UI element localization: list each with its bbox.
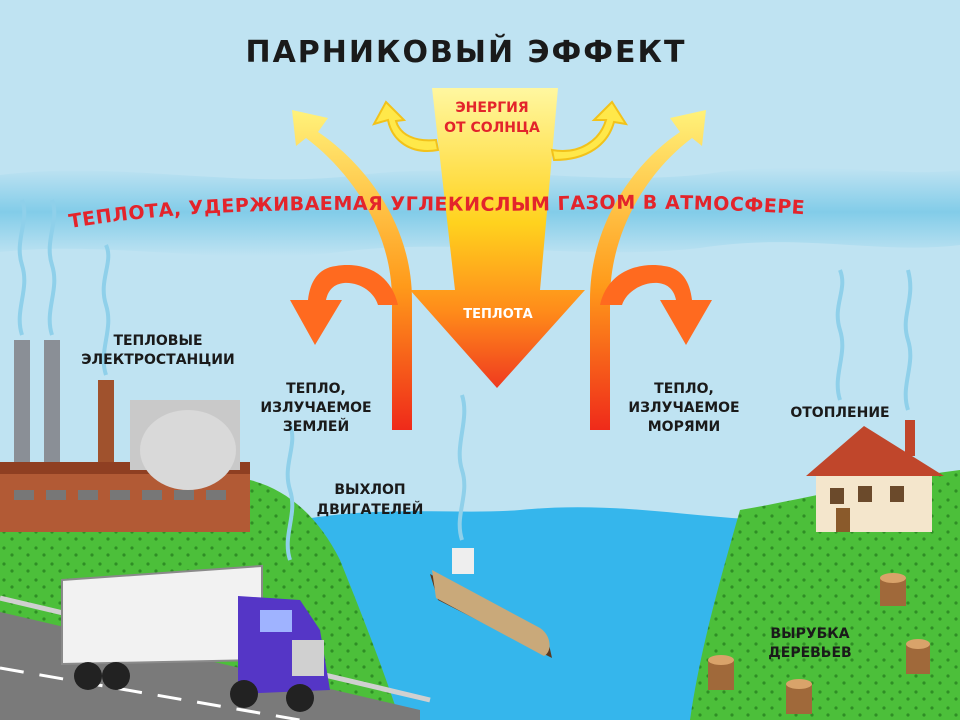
power-plant-label-line1: ТЕПЛОВЫЕ bbox=[113, 333, 202, 349]
smoke-plume-1 bbox=[17, 199, 27, 336]
exhaust-label-line1: ВЫХЛОП bbox=[334, 482, 405, 498]
sun-energy-arrow bbox=[410, 88, 585, 388]
land-right bbox=[690, 470, 960, 720]
sea-heat-label-line2: ИЗЛУЧАЕМОЕ bbox=[628, 400, 739, 416]
sea-heat-label-line1: ТЕПЛО, bbox=[654, 381, 714, 397]
smoke-plume-house-2 bbox=[903, 269, 913, 411]
exhaust-label-line2: ДВИГАТЕЛЕЙ bbox=[317, 501, 424, 518]
earth-heat-label-line2: ИЗЛУЧАЕМОЕ bbox=[260, 400, 371, 416]
reflected-light-right-arrow bbox=[550, 100, 629, 162]
page-title: ПАРНИКОВЫЙ ЭФФЕКТ bbox=[245, 34, 686, 70]
truck bbox=[61, 564, 330, 712]
heat-label: ТЕПЛОТА bbox=[463, 307, 532, 322]
smoke-plume-ship bbox=[457, 394, 467, 541]
reflected-light-left-arrow bbox=[371, 100, 440, 152]
sea-heat-up-arrow bbox=[590, 110, 706, 430]
road-marking bbox=[0, 666, 301, 720]
smoke-plume-house-1 bbox=[835, 269, 845, 401]
sun-energy-label-line2: ОТ СОЛНЦА bbox=[444, 120, 540, 136]
power-plant-label-line2: ЭЛЕКТРОСТАНЦИИ bbox=[81, 352, 234, 368]
deforestation-label-line1: ВЫРУБКА bbox=[770, 626, 849, 642]
ship bbox=[430, 548, 552, 658]
smoke-plume-2 bbox=[47, 199, 57, 336]
returned-heat-left-arrow bbox=[290, 265, 398, 345]
earth-heat-label-line3: ЗЕМЛЕЙ bbox=[283, 418, 349, 435]
smoke-plume-3 bbox=[101, 244, 111, 376]
earth-heat-label-line1: ТЕПЛО, bbox=[286, 381, 346, 397]
house bbox=[806, 420, 944, 532]
sea-heat-label-line3: МОРЯМИ bbox=[648, 419, 721, 435]
returned-heat-right-arrow bbox=[600, 265, 712, 345]
power-plant bbox=[0, 340, 250, 532]
deforestation-label-line2: ДЕРЕВЬЕВ bbox=[768, 645, 851, 661]
sea bbox=[300, 507, 800, 720]
smoke-plume-truck bbox=[285, 424, 295, 561]
earth-heat-up-arrow bbox=[292, 110, 412, 430]
heating-label: ОТОПЛЕНИЕ bbox=[790, 405, 889, 421]
tree-stumps bbox=[708, 573, 930, 714]
sun-energy-label-line1: ЭНЕРГИЯ bbox=[455, 100, 528, 116]
